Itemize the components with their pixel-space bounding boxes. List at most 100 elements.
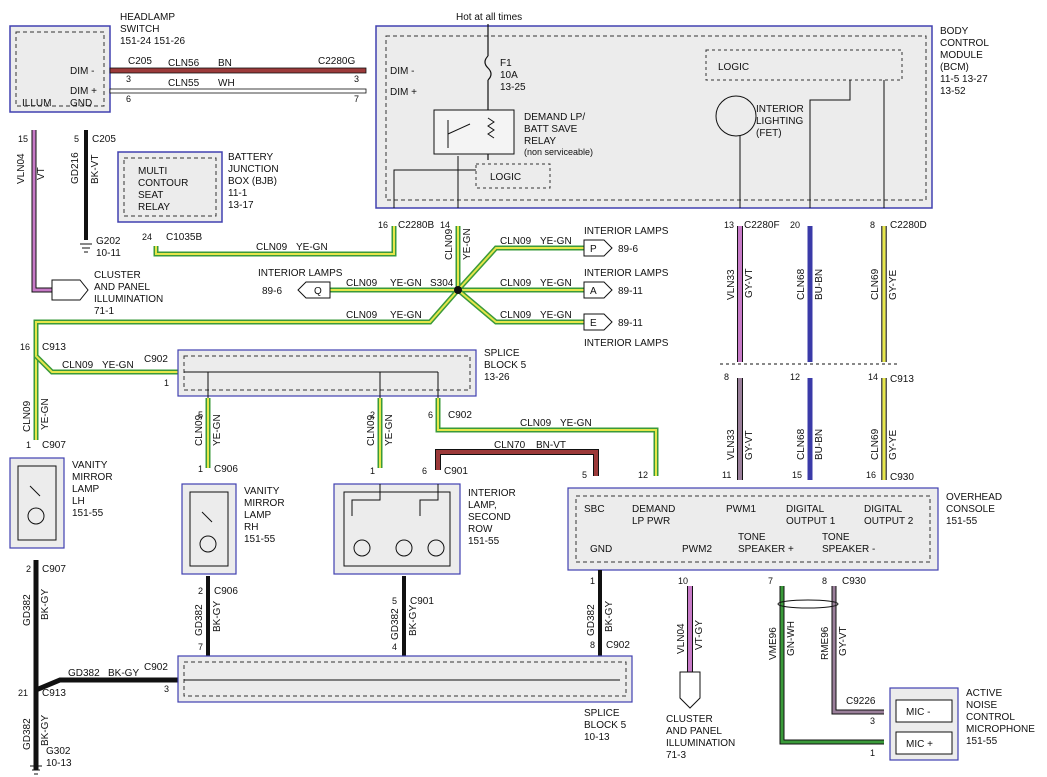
wire-rme96 bbox=[831, 586, 884, 715]
bcm-title-2: CONTROL bbox=[940, 38, 989, 49]
bkvt-label: BK-VT bbox=[90, 155, 101, 184]
pin: 1 bbox=[198, 464, 203, 474]
bcm-title-1: BODY bbox=[940, 26, 969, 37]
int-second-1: INTERIOR bbox=[468, 488, 516, 499]
relay-box bbox=[433, 109, 515, 155]
twisted-pair-icon bbox=[777, 599, 839, 609]
anc-title-4: MICROPHONE bbox=[966, 724, 1035, 735]
s304-label: S304 bbox=[430, 278, 454, 289]
oc-tonem-1: TONE bbox=[822, 532, 850, 543]
bcm-dim-plus: DIM + bbox=[390, 87, 417, 98]
c907-a: C907 bbox=[42, 440, 66, 451]
pin: 8 bbox=[870, 220, 875, 230]
pin: 20 bbox=[790, 220, 800, 230]
splice5-top-1: SPLICE bbox=[484, 348, 520, 359]
cluster1-label-2: AND PANEL bbox=[94, 282, 150, 293]
int-second-4: ROW bbox=[468, 524, 493, 535]
bkgy-label-4: BK-GY bbox=[408, 605, 419, 636]
lamp-icon bbox=[199, 535, 217, 553]
interior-lamp-second-row: INTERIOR LAMP, SECOND ROW 151-55 bbox=[333, 483, 516, 575]
pin: 8 bbox=[724, 372, 729, 382]
bjb-title-2: JUNCTION bbox=[228, 164, 279, 175]
anc-title-3: CONTROL bbox=[966, 712, 1015, 723]
wire-gd216: GD216 BK-VT bbox=[70, 130, 101, 253]
pin: 1 bbox=[26, 440, 31, 450]
bubn-label-2: BU-BN bbox=[814, 429, 825, 460]
headlamp-switch: HEADLAMP SWITCH 151-24 151-26 DIM - DIM … bbox=[9, 12, 185, 113]
gyye-label-2: GY-YE bbox=[888, 429, 899, 460]
bjb-title-3: BOX (BJB) bbox=[228, 176, 277, 187]
cln09-label-4: CLN09 bbox=[500, 278, 532, 289]
relay-label-2: BATT SAVE bbox=[524, 124, 578, 135]
bn-label: BN bbox=[218, 58, 232, 69]
c902-c: C902 bbox=[606, 640, 630, 651]
c902-a: C902 bbox=[144, 354, 168, 365]
wire-vln04: VLN04 VT bbox=[16, 130, 52, 293]
cln09-label-3: CLN09 bbox=[346, 278, 378, 289]
oc-dig2-2: OUTPUT 2 bbox=[864, 516, 914, 527]
vanity-lh-2: MIRROR bbox=[72, 472, 113, 483]
interior-lamps-label-2: INTERIOR LAMPS bbox=[584, 268, 669, 279]
vanity-lh-1: VANITY bbox=[72, 460, 108, 471]
c901-b: C901 bbox=[410, 596, 434, 607]
c901-a: C901 bbox=[444, 466, 468, 477]
fuse-label: F1 bbox=[500, 58, 512, 69]
anc-title-1: ACTIVE bbox=[966, 688, 1002, 699]
gyvt-label-1: GY-VT bbox=[744, 268, 755, 298]
g202-ref: 10-11 bbox=[96, 248, 121, 259]
vt-label: VT bbox=[36, 167, 47, 180]
pin: 15 bbox=[792, 470, 802, 480]
pin: 3 bbox=[164, 684, 169, 694]
g302-ref: 10-13 bbox=[46, 758, 72, 769]
oc-demand-2: LP PWR bbox=[632, 516, 670, 527]
pin: 1 bbox=[590, 576, 595, 586]
cluster1-label-3: ILLUMINATION bbox=[94, 294, 163, 305]
cln09-label-v1: CLN09 bbox=[444, 228, 455, 260]
gd382-label-3: GD382 bbox=[194, 604, 205, 636]
interior-lamps-ports: P 89-6 INTERIOR LAMPS A 89-11 INTERIOR L… bbox=[258, 226, 669, 349]
interior-lamps-label-1: INTERIOR LAMPS bbox=[584, 226, 669, 237]
vanity-mirror-lamp-lh: VANITY MIRROR LAMP LH 151-55 bbox=[9, 457, 113, 549]
vanity-rh-3: LAMP bbox=[244, 510, 272, 521]
c205-b: C205 bbox=[92, 134, 116, 145]
wire-cln55: CLN55 WH bbox=[109, 78, 367, 94]
logic-1: LOGIC bbox=[490, 172, 521, 183]
g202-label: G202 bbox=[96, 236, 121, 247]
yegn-label-1: YE-GN bbox=[296, 242, 328, 253]
bkgy-label-3: BK-GY bbox=[212, 601, 223, 632]
oc-pwm1: PWM1 bbox=[726, 504, 756, 515]
cluster2-label-2: AND PANEL bbox=[666, 726, 722, 737]
pin: 1 bbox=[370, 466, 375, 476]
body-control-module: BODY CONTROL MODULE (BCM) 11-5 13-27 13-… bbox=[375, 12, 989, 209]
bcm-title-3: MODULE bbox=[940, 50, 983, 61]
pin: 12 bbox=[790, 372, 800, 382]
gd382-label-2: GD382 bbox=[22, 718, 33, 750]
yegn-label-7: YE-GN bbox=[102, 360, 134, 371]
vanity-rh-5: 151-55 bbox=[244, 534, 276, 545]
c913-a: C913 bbox=[42, 342, 66, 353]
hs-illum: ILLUM bbox=[22, 98, 51, 109]
wire-vln04-vtgy: VLN04 VT-GY CLUSTER AND PANEL ILLUMINATI… bbox=[666, 586, 735, 761]
pin: 15 bbox=[18, 134, 28, 144]
interior-lamps-label-4: INTERIOR LAMPS bbox=[258, 268, 343, 279]
bjb-inner-1: MULTI bbox=[138, 166, 167, 177]
pin: 1 bbox=[870, 748, 875, 758]
cluster1-label-1: CLUSTER bbox=[94, 270, 141, 281]
int-second-3: SECOND bbox=[468, 512, 511, 523]
hot-at-all-times: Hot at all times bbox=[456, 12, 522, 23]
relay-coil-icon bbox=[487, 117, 495, 139]
oc-tonem-2: SPEAKER - bbox=[822, 544, 875, 555]
c902-d: C902 bbox=[144, 662, 168, 673]
port-a: A bbox=[590, 286, 597, 297]
pin: 6 bbox=[126, 94, 131, 104]
yegn-label-6: YE-GN bbox=[390, 310, 422, 321]
pin: 12 bbox=[638, 470, 648, 480]
cln09-label-2: CLN09 bbox=[500, 236, 532, 247]
port-q: Q bbox=[314, 286, 322, 297]
lamp-icon bbox=[353, 539, 371, 557]
pin: 14 bbox=[868, 372, 878, 382]
pin: 7 bbox=[354, 94, 359, 104]
pin: 11 bbox=[722, 470, 731, 480]
vanity-lh-3: LAMP bbox=[72, 484, 100, 495]
